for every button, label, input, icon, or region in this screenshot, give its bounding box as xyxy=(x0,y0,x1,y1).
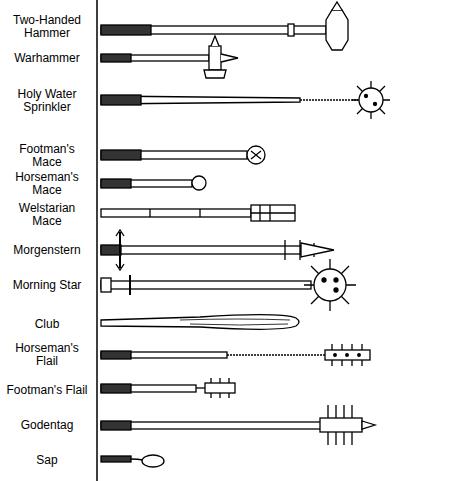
weapon-label: Morning Star xyxy=(5,279,89,292)
weapon-label: Warhammer xyxy=(5,52,89,65)
weapon-label: Godentag xyxy=(5,419,89,432)
weapon-label: Horseman's Flail xyxy=(5,342,89,368)
horsemans-mace xyxy=(101,176,206,190)
warhammer xyxy=(101,36,238,78)
weapon-label: Welstarian Mace xyxy=(5,202,89,228)
horsemans-flail xyxy=(101,344,370,366)
weapon-label: Horseman's Mace xyxy=(5,171,89,197)
welstarian-mace xyxy=(101,205,295,221)
footmans-mace xyxy=(101,146,265,164)
footmans-flail xyxy=(101,378,235,398)
weapon-label: Club xyxy=(5,318,89,331)
weapon-label: Holy Water Sprinkler xyxy=(5,88,89,114)
sap xyxy=(101,455,164,467)
weapon-label: Morgenstern xyxy=(5,244,89,257)
weapon-label: Sap xyxy=(5,454,89,467)
two-handed-hammer xyxy=(101,2,348,50)
weapon-label: Two-Handed Hammer xyxy=(5,14,89,40)
morgenstern xyxy=(101,230,334,270)
morning-star xyxy=(101,259,356,311)
holy-water-sprinkler xyxy=(101,81,390,119)
club xyxy=(101,315,299,330)
weapon-label: Footman's Mace xyxy=(5,143,89,169)
godentag xyxy=(101,405,375,445)
divider-line xyxy=(96,0,98,481)
weapon-label: Footman's Flail xyxy=(5,384,89,397)
